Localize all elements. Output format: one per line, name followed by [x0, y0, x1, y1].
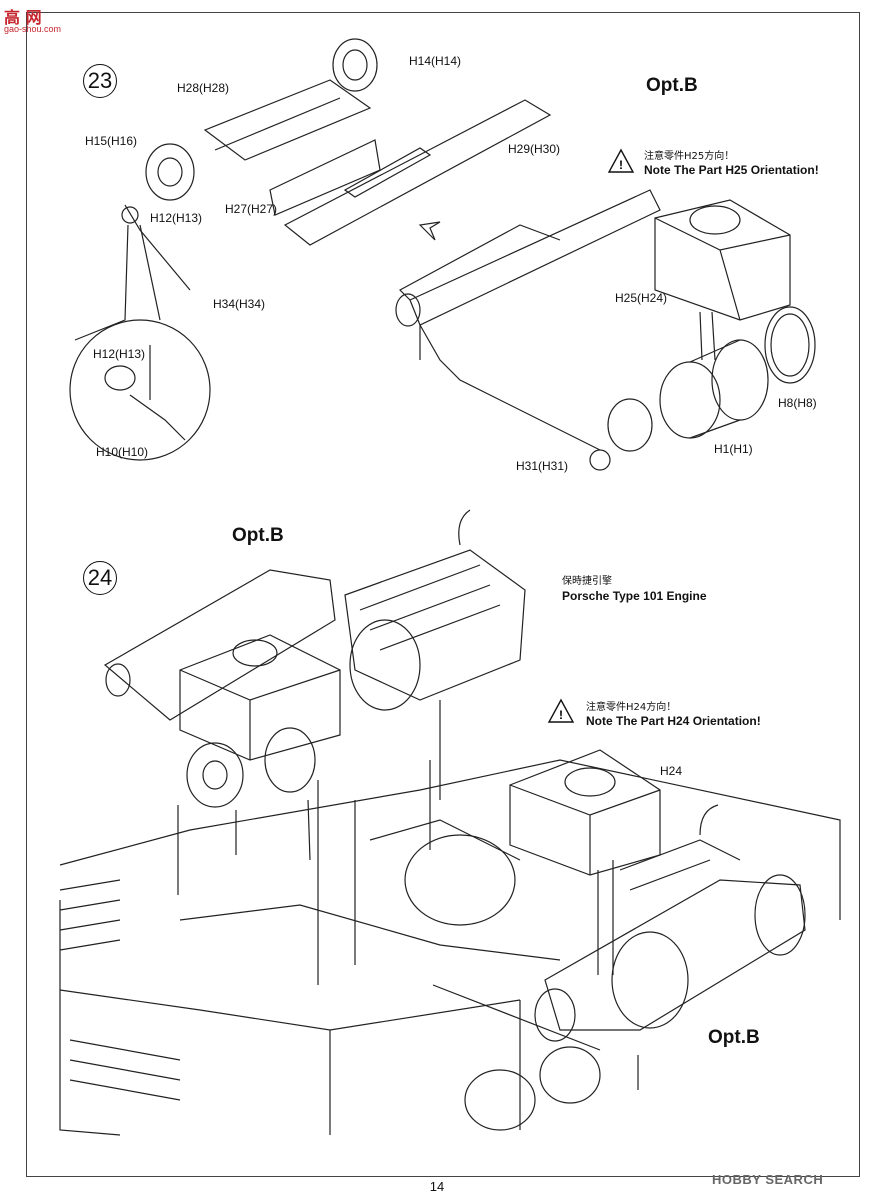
watermark-logo: 高 网: [4, 8, 42, 27]
step23-option-label: Opt.B: [646, 75, 698, 96]
label-h27: H27(H27): [225, 202, 278, 216]
warning-triangle-icon: [607, 148, 635, 173]
h12-pipe: [124, 204, 191, 291]
h14-muffler-cap: [332, 38, 378, 92]
step24-plate: [103, 569, 336, 721]
warning-h24-cn: 注意零件H24方向！: [586, 702, 677, 713]
step24-option-label-top: Opt.B: [232, 525, 284, 546]
h1-cylinder: [659, 361, 721, 439]
warning-h25-cn: 注意零件H25方向！: [644, 151, 735, 162]
h15-fan: [145, 143, 195, 201]
step24-option-label-bottom: Opt.B: [708, 1027, 760, 1048]
h27-shell: [269, 139, 381, 216]
label-h1: H1(H1): [714, 442, 753, 456]
page-frame: [26, 12, 860, 1177]
label-h34: H34(H34): [213, 297, 266, 311]
warning-h24-en: Note The Part H24 Orientation!: [586, 714, 761, 728]
h28-housing: [203, 79, 372, 161]
direction-arrow: [418, 221, 441, 241]
label-h15: H15(H16): [85, 134, 138, 148]
h25-air-filter-box: [654, 199, 791, 321]
h31-disk: [607, 398, 653, 452]
label-h31: H31(H31): [516, 459, 569, 473]
page-number: 14: [429, 1179, 445, 1194]
label-h24: H24: [660, 764, 683, 778]
label-h28: H28(H28): [177, 81, 230, 95]
hobbysearch-logo: HOBBY SEARCH: [712, 1172, 824, 1187]
step24-box: [179, 634, 341, 761]
warning-triangle-icon-2: [547, 698, 575, 723]
label-h29: H29(H30): [508, 142, 561, 156]
h29-plate: [283, 99, 552, 246]
svg-text:!: !: [559, 708, 563, 722]
label-h25: H25(H24): [615, 291, 668, 305]
step-number-24: 24: [83, 561, 117, 595]
label-h12: H12(H13): [150, 211, 203, 225]
watermark-url: gao-shou.com: [4, 24, 62, 34]
engine-name-cn: 保時捷引擎: [562, 576, 612, 587]
h8-ring: [764, 306, 816, 384]
porsche-engine: [344, 549, 526, 701]
label-h12-detail: H12(H13): [93, 347, 146, 361]
svg-text:!: !: [619, 158, 623, 172]
label-h10: H10(H10): [96, 445, 149, 459]
hull-chassis: [59, 759, 841, 920]
label-h14: H14(H14): [409, 54, 462, 68]
optb-plate-assembled: [409, 189, 661, 326]
label-h8: H8(H8): [778, 396, 817, 410]
warning-h25-en: Note The Part H25 Orientation!: [644, 163, 819, 177]
detail-callout-circle: [69, 319, 211, 461]
optb-module-assembled: [544, 879, 806, 1031]
engine-name-en: Porsche Type 101 Engine: [562, 589, 707, 603]
step-number-23: 23: [83, 64, 117, 98]
